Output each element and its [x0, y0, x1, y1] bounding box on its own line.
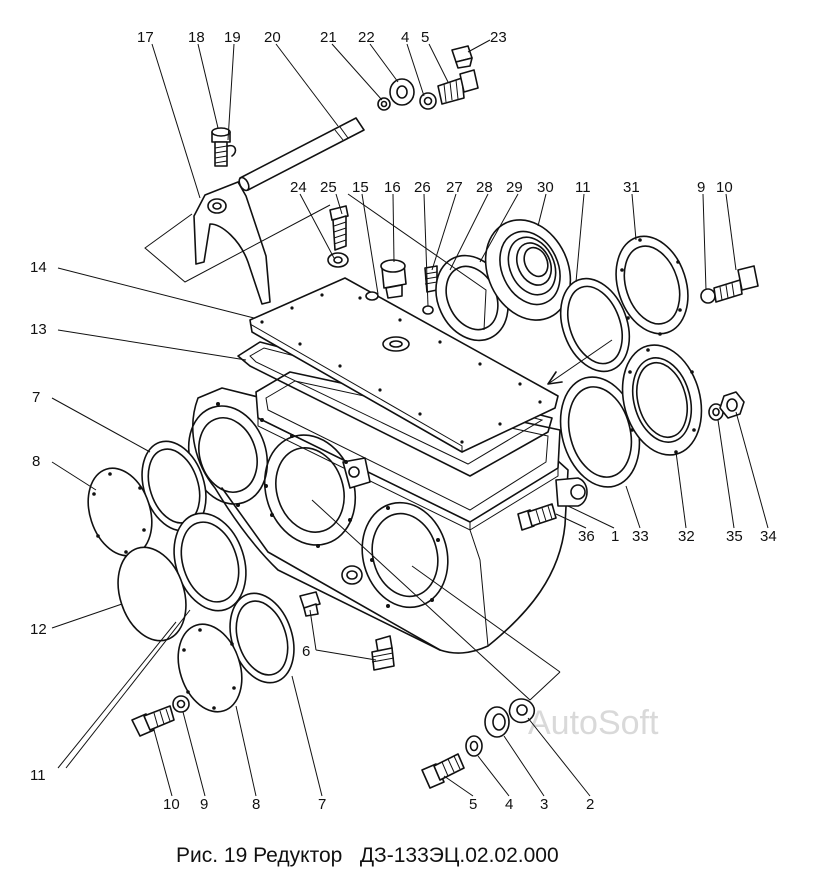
callout-label: 7 — [32, 389, 40, 406]
bolt-10-lower — [131, 705, 175, 737]
bolt-25 — [327, 205, 349, 268]
callout-label: 16 — [384, 179, 401, 196]
washer-4-top — [419, 92, 437, 110]
watermark-text: AutoSoft — [528, 704, 659, 742]
callout-label: 6 — [302, 643, 310, 660]
gasket-11-right — [559, 277, 631, 373]
bearing-cover-30 — [484, 219, 572, 321]
callout-label: 8 — [252, 796, 260, 813]
callout-label: 10 — [163, 796, 180, 813]
callout-label: 23 — [490, 29, 507, 46]
callout-label: 12 — [30, 621, 47, 638]
figure-caption: Рис. 19 Редуктор ДЗ-133ЭЦ.02.02.000 — [176, 844, 559, 867]
callout-label: 11 — [575, 179, 591, 196]
callout-label: 31 — [623, 179, 640, 196]
bolt-5-bottom — [421, 753, 465, 789]
cover-8-lower — [177, 623, 243, 713]
callout-label: 15 — [352, 179, 369, 196]
flange-washer-22 — [389, 78, 415, 106]
callout-label: 30 — [537, 179, 554, 196]
callout-label: 2 — [586, 796, 594, 813]
callout-label: 9 — [697, 179, 705, 196]
fork-rod — [238, 117, 365, 192]
callout-label: 19 — [224, 29, 241, 46]
callout-label: 24 — [290, 179, 307, 196]
top-cover — [249, 277, 559, 453]
cover-gasket — [237, 341, 553, 477]
callout-label: 18 — [188, 29, 205, 46]
washer-21 — [377, 97, 391, 111]
callout-label: 34 — [760, 528, 777, 545]
callout-label: 8 — [32, 453, 40, 470]
callout-label: 1 — [611, 528, 619, 545]
callout-label: 5 — [421, 29, 429, 46]
bolt-5-top — [437, 69, 479, 105]
gasket-7-lower — [229, 592, 295, 684]
callout-label: 9 — [200, 796, 208, 813]
callout-label: 28 — [476, 179, 493, 196]
shift-fork — [193, 181, 271, 305]
bolt-6-b — [371, 635, 395, 671]
callout-label: 32 — [678, 528, 695, 545]
gasket-33 — [559, 376, 641, 488]
callout-label: 10 — [716, 179, 733, 196]
callout-label: 4 — [401, 29, 409, 46]
callout-label: 14 — [30, 259, 47, 276]
callout-label: 20 — [264, 29, 281, 46]
callout-label: 26 — [414, 179, 431, 196]
callout-label: 33 — [632, 528, 649, 545]
bolt-6-a — [299, 591, 321, 617]
bolt-36 — [517, 503, 557, 531]
callout-label: 27 — [446, 179, 463, 196]
callout-label: 35 — [726, 528, 743, 545]
bolt-10-right — [713, 265, 759, 303]
nut-34 — [719, 391, 745, 419]
washer-9-right — [700, 288, 716, 304]
callout-label: 11 — [30, 767, 46, 784]
breather-16 — [380, 259, 407, 299]
plug-23 — [451, 45, 473, 69]
bolt-18 — [211, 127, 237, 167]
callout-label: 3 — [540, 796, 548, 813]
gasket-11-left — [173, 512, 247, 612]
callout-label: 7 — [318, 796, 326, 813]
cover-31 — [615, 235, 689, 336]
callout-label: 25 — [320, 179, 337, 196]
gearbox-housing — [187, 371, 588, 654]
callout-labels: 17 18 19 20 21 22 4 5 23 24 25 15 16 26 … — [30, 29, 777, 813]
washer-9-lower — [172, 695, 190, 713]
gasket-2 — [508, 698, 536, 724]
leader-lines — [51, 39, 769, 797]
washer-15 — [365, 291, 379, 301]
callout-label: 22 — [358, 29, 375, 46]
callout-label: 29 — [506, 179, 523, 196]
callout-label: 13 — [30, 321, 47, 338]
washer-4-bottom — [465, 735, 483, 757]
callout-label: 5 — [469, 796, 477, 813]
callout-label: 36 — [578, 528, 595, 545]
callout-label: 4 — [505, 796, 513, 813]
callout-label: 17 — [137, 29, 154, 46]
callout-label: 21 — [320, 29, 337, 46]
cover-3 — [484, 706, 510, 738]
bearing-cover-32 — [621, 344, 703, 456]
ball-26 — [422, 305, 434, 315]
